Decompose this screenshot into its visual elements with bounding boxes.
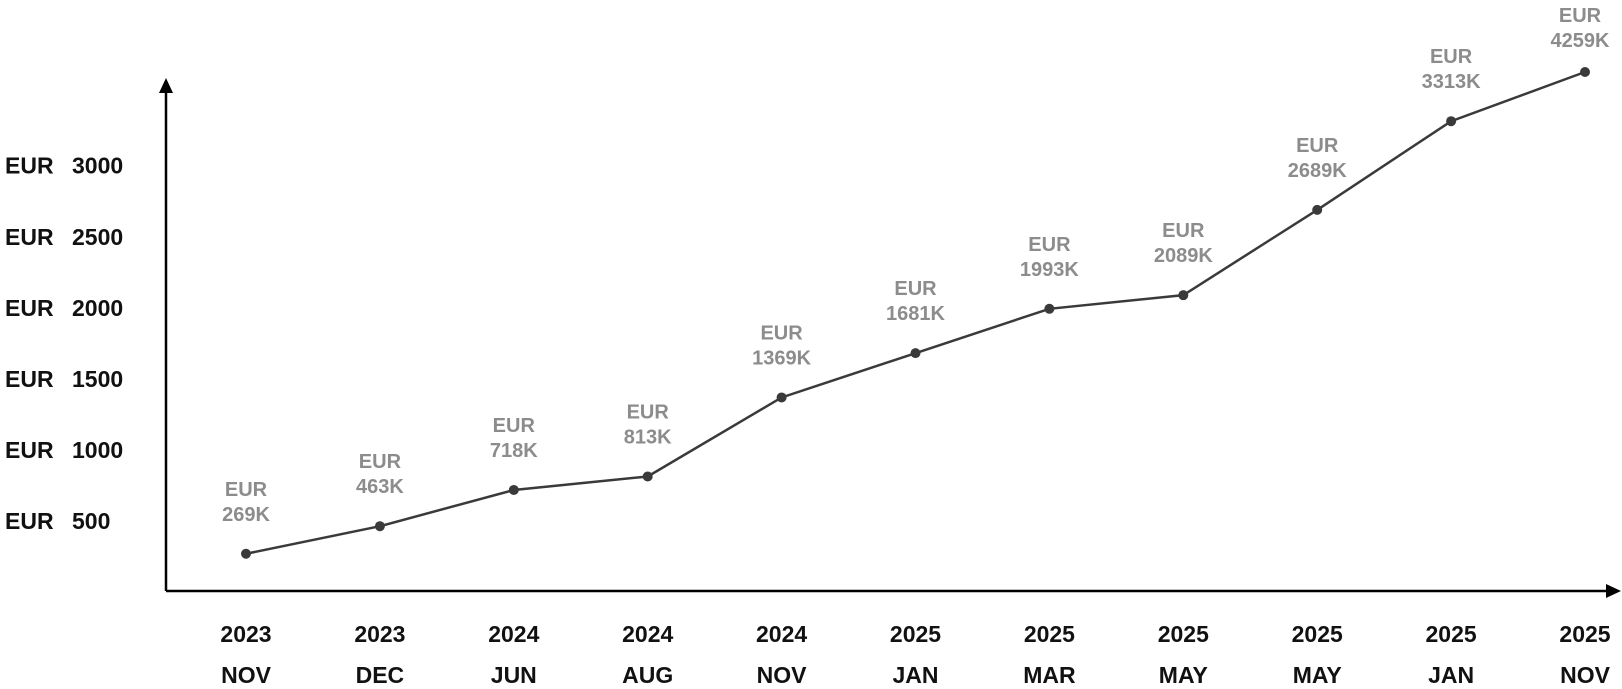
data-label-currency: EUR bbox=[493, 415, 536, 437]
y-tick-currency: EUR bbox=[5, 508, 54, 534]
data-label-currency: EUR bbox=[1430, 46, 1473, 68]
data-point bbox=[1580, 67, 1590, 77]
x-tick-year: 2023 bbox=[220, 621, 271, 647]
x-tick-year: 2025 bbox=[1024, 621, 1075, 647]
x-tick-month: DEC bbox=[356, 662, 405, 688]
data-labels: EUR 269K EUR 463K EUR 718K EUR 813K EUR 1369K EUR 1… bbox=[222, 5, 1610, 526]
x-tick-year: 2024 bbox=[756, 621, 807, 647]
x-tick-year: 2024 bbox=[622, 621, 673, 647]
x-tick-month: MAY bbox=[1293, 662, 1342, 688]
y-tick-currency: EUR bbox=[5, 295, 54, 321]
data-label-value: 813K bbox=[624, 426, 672, 448]
data-point bbox=[776, 392, 787, 403]
data-label-currency: EUR bbox=[760, 322, 803, 344]
data-label-value: 1681K bbox=[886, 303, 945, 325]
x-tick-year: 2023 bbox=[354, 621, 405, 647]
data-label-currency: EUR bbox=[1162, 220, 1205, 242]
x-tick-month: JAN bbox=[892, 662, 938, 688]
x-tick-month: JAN bbox=[1428, 662, 1474, 688]
data-point bbox=[642, 471, 653, 482]
x-tick-year: 2025 bbox=[1158, 621, 1209, 647]
axes bbox=[159, 78, 1621, 598]
data-label-currency: EUR bbox=[359, 451, 402, 473]
x-tick-year: 2025 bbox=[890, 621, 941, 647]
y-tick-currency: EUR bbox=[5, 153, 54, 179]
data-point bbox=[241, 548, 251, 559]
x-tick-year: 2025 bbox=[1292, 621, 1343, 647]
y-tick-value: 1000 bbox=[72, 437, 123, 463]
data-label-value: 1369K bbox=[752, 347, 811, 369]
x-tick-month: JUN bbox=[491, 662, 537, 688]
data-label-currency: EUR bbox=[1296, 135, 1339, 157]
data-label-currency: EUR bbox=[1028, 234, 1071, 256]
data-point bbox=[1312, 204, 1323, 215]
x-tick-year: 2025 bbox=[1426, 621, 1477, 647]
data-label-value: 2089K bbox=[1154, 245, 1213, 267]
data-label-value: 269K bbox=[222, 504, 270, 526]
y-tick-currency: EUR bbox=[5, 366, 54, 392]
y-tick-value: 500 bbox=[72, 508, 110, 534]
x-tick-month: MAY bbox=[1159, 662, 1208, 688]
x-tick-year: 2025 bbox=[1559, 621, 1610, 647]
data-point bbox=[1446, 116, 1457, 127]
data-label-value: 463K bbox=[356, 476, 404, 498]
x-axis-arrow bbox=[1606, 584, 1621, 598]
data-point bbox=[910, 348, 921, 359]
x-tick-month: MAR bbox=[1023, 662, 1076, 688]
y-tick-currency: EUR bbox=[5, 224, 54, 250]
x-tick-month: AUG bbox=[622, 662, 673, 688]
data-label-currency: EUR bbox=[225, 479, 268, 501]
x-tick-month: NOV bbox=[757, 662, 808, 688]
x-tick-month: NOV bbox=[1560, 662, 1611, 688]
data-label-value: 1993K bbox=[1020, 259, 1079, 281]
y-tick-value: 2000 bbox=[72, 295, 123, 321]
y-tick-currency: EUR bbox=[5, 437, 54, 463]
data-label-value: 4259K bbox=[1551, 30, 1610, 52]
data-label-currency: EUR bbox=[627, 401, 670, 423]
data-point bbox=[1044, 303, 1055, 314]
y-tick-value: 3000 bbox=[72, 153, 123, 179]
data-label-currency: EUR bbox=[894, 278, 937, 300]
x-tick-year: 2024 bbox=[488, 621, 539, 647]
data-points bbox=[241, 67, 1590, 559]
data-label-value: 2689K bbox=[1288, 160, 1347, 182]
data-label-value: 718K bbox=[490, 440, 538, 462]
x-tick-month: NOV bbox=[221, 662, 272, 688]
y-tick-value: 1500 bbox=[72, 366, 123, 392]
data-point bbox=[508, 484, 519, 495]
data-point bbox=[1178, 290, 1189, 301]
y-axis-arrow bbox=[159, 78, 173, 93]
y-tick-value: 2500 bbox=[72, 224, 123, 250]
data-label-currency: EUR bbox=[1559, 5, 1602, 27]
data-point bbox=[374, 521, 385, 532]
data-label-value: 3313K bbox=[1422, 71, 1481, 93]
